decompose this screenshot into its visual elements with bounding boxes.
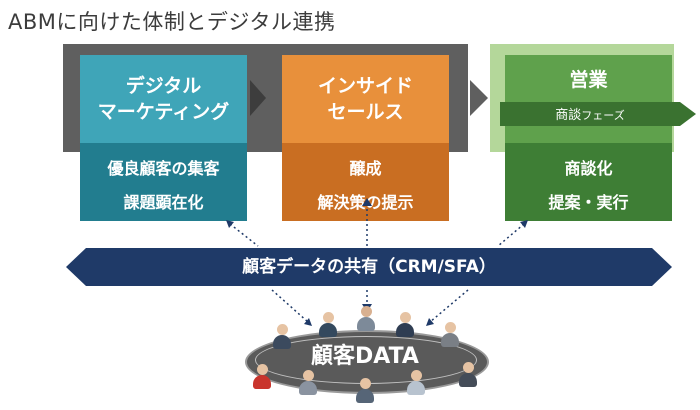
sales-box: 営業 商談化 提案・実行: [505, 55, 672, 221]
phase-label: 商談フェーズ: [502, 102, 678, 126]
sales-head: 営業: [569, 69, 608, 91]
digital-item-1: 優良顧客の集客: [107, 159, 220, 178]
person-icon: [298, 370, 318, 396]
person-icon: [395, 312, 415, 338]
inside-sales-box: インサイド セールス 醸成 解決策の提示: [282, 55, 449, 221]
person-icon: [252, 364, 272, 390]
person-icon: [458, 362, 478, 388]
person-icon: [406, 370, 426, 396]
page-title: ABMに向けた体制とデジタル連携: [8, 10, 336, 34]
digital-head-line1: デジタル: [125, 75, 202, 97]
person-icon: [272, 324, 292, 350]
digital-marketing-box: デジタル マーケティング 優良顧客の集客 課題顕在化: [80, 55, 247, 221]
person-icon: [356, 306, 376, 332]
inside-item-1: 醸成: [349, 159, 382, 178]
hub-label: 顧客DATA: [311, 344, 419, 369]
digital-head-line2: マーケティング: [97, 101, 230, 123]
inside-head-line1: インサイド: [317, 75, 413, 97]
share-bar-label: 顧客データの共有（CRM/SFA）: [242, 257, 496, 277]
person-icon: [318, 312, 338, 338]
person-icon: [355, 378, 375, 404]
share-bar: [66, 248, 672, 286]
phase-main: 商談: [555, 108, 582, 123]
arrow-right-icon: [250, 80, 266, 116]
inside-head-line2: セールス: [327, 101, 404, 123]
digital-item-2: 課題顕在化: [123, 193, 204, 212]
phase-sub: フェーズ: [581, 109, 625, 122]
sales-item-2: 提案・実行: [548, 193, 629, 212]
sales-item-1: 商談化: [564, 159, 613, 178]
person-icon: [440, 322, 460, 348]
inside-item-2: 解決策の提示: [317, 193, 414, 212]
phase-arrow: [500, 102, 696, 126]
arrow-right-icon: [470, 80, 488, 116]
